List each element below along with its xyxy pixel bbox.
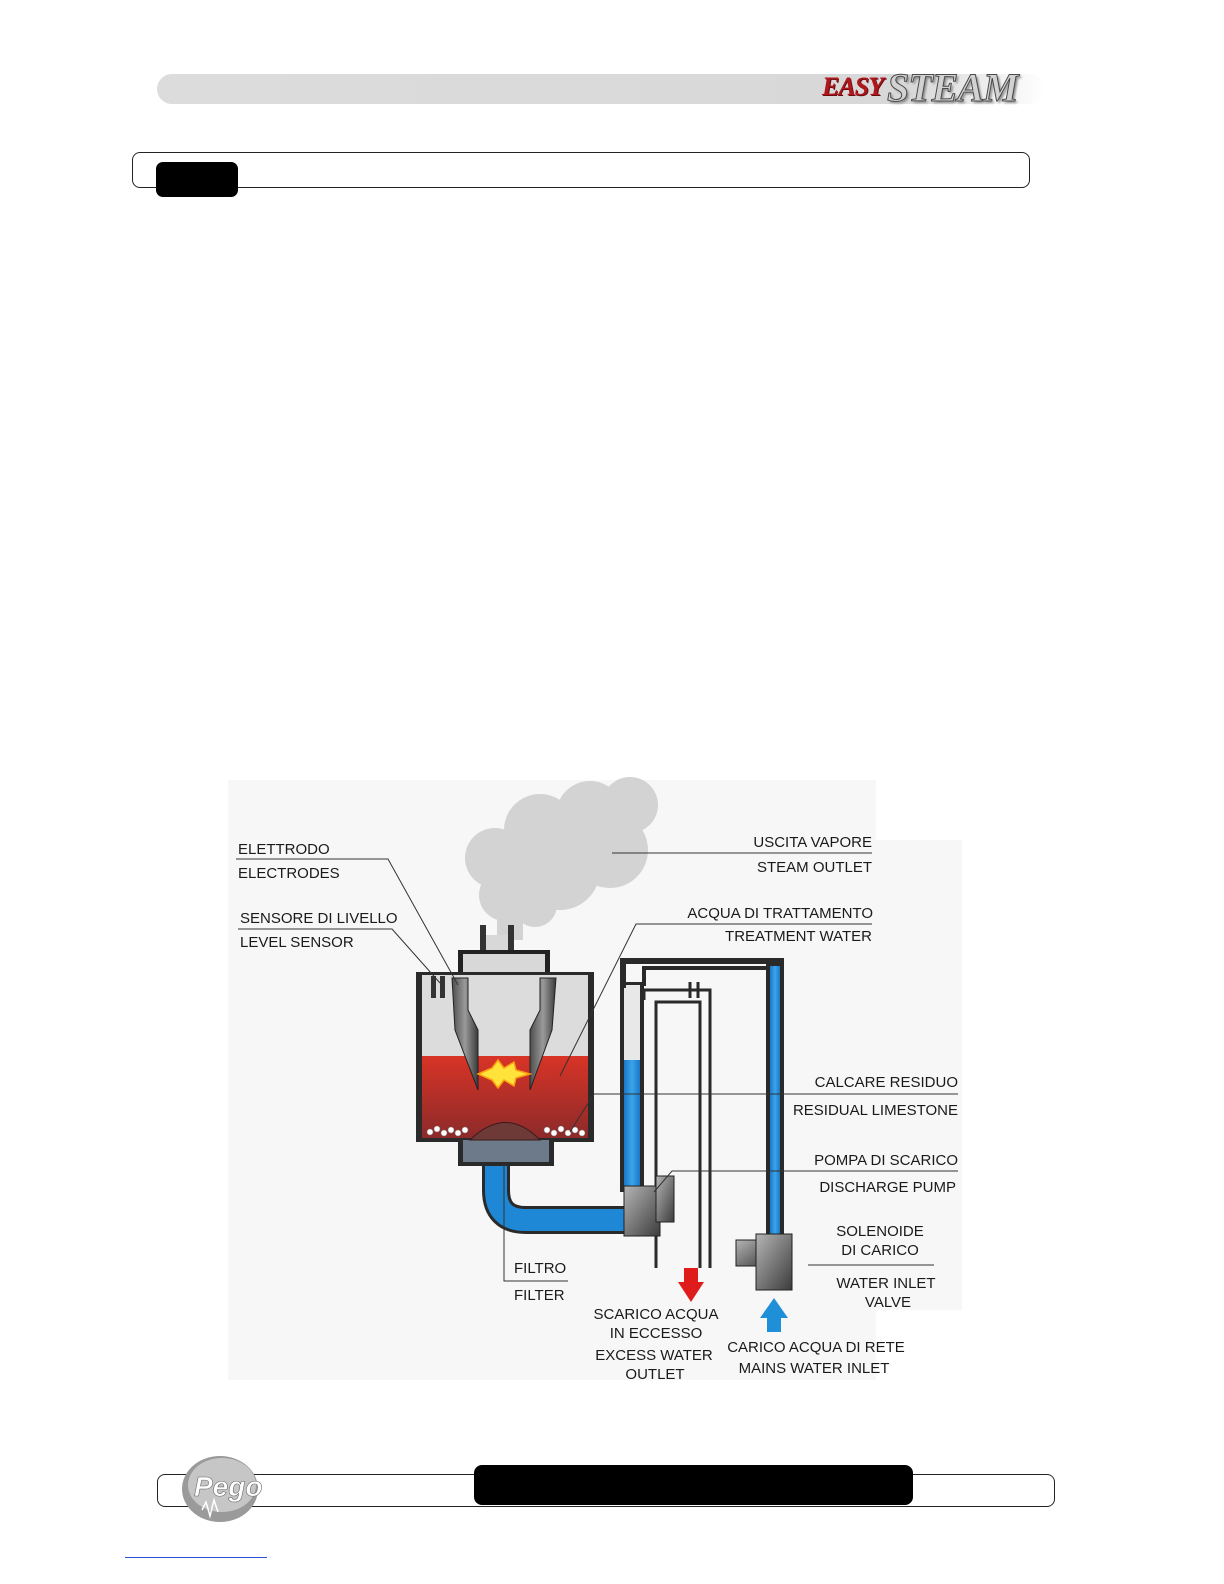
steam-cylinder xyxy=(416,950,594,1166)
pego-logo: Pego xyxy=(182,1456,263,1522)
label-mains-en: MAINS WATER INLET xyxy=(739,1360,890,1377)
header-bar xyxy=(157,74,1045,104)
electric-spark xyxy=(476,1058,533,1090)
label-excess-en-1: EXCESS WATER xyxy=(595,1347,713,1364)
label-electrodes-it: ELETTRODO xyxy=(238,841,330,858)
label-discharge-pump-en: DISCHARGE PUMP xyxy=(819,1179,956,1196)
section-title-box xyxy=(132,152,1030,188)
excess-water-arrow xyxy=(678,1268,704,1302)
label-excess-it-2: IN ECCESSO xyxy=(610,1325,703,1342)
section-number-tab xyxy=(156,162,238,197)
label-treatment-water-it: ACQUA DI TRATTAMENTO xyxy=(687,905,873,922)
pego-logo-text: Pego xyxy=(194,1471,262,1502)
label-residual-limestone-en: RESIDUAL LIMESTONE xyxy=(793,1102,958,1119)
label-filter-it: FILTRO xyxy=(514,1260,566,1277)
mains-water-riser xyxy=(642,958,784,1238)
label-excess-en-2: OUTLET xyxy=(625,1366,684,1383)
label-inlet-valve-en-1: WATER INLET xyxy=(836,1275,935,1292)
leader-lines xyxy=(236,852,958,1282)
label-discharge-pump-it: POMPA DI SCARICO xyxy=(814,1152,958,1169)
easysteam-logo-steam: STEAM xyxy=(887,65,1020,111)
label-residual-limestone-it: CALCARE RESIDUO xyxy=(815,1074,958,1091)
steam-outlet-neck xyxy=(480,925,514,953)
inlet-solenoid-valve xyxy=(735,1233,793,1291)
footer-link-underline[interactable] xyxy=(125,1557,267,1558)
easysteam-logo-easy: EASY xyxy=(822,72,884,101)
treatment-water-column xyxy=(620,958,780,1192)
label-level-sensor-en: LEVEL SENSOR xyxy=(240,934,354,951)
label-mains-it: CARICO ACQUA DI RETE xyxy=(727,1339,905,1356)
label-filter-en: FILTER xyxy=(514,1287,565,1304)
label-treatment-water-en: TREATMENT WATER xyxy=(725,928,872,945)
label-steam-outlet-en: STEAM OUTLET xyxy=(757,859,872,876)
level-sensor xyxy=(431,976,445,998)
mains-inlet-arrow xyxy=(760,1298,788,1332)
diagram-background-right xyxy=(786,840,962,1310)
label-excess-it-1: SCARICO ACQUA xyxy=(593,1306,718,1323)
label-electrodes-en: ELECTRODES xyxy=(238,865,340,882)
electrodes xyxy=(451,977,557,1091)
label-inlet-valve-en-2: VALVE xyxy=(865,1294,911,1311)
label-steam-outlet-it: USCITA VAPORE xyxy=(753,834,872,851)
label-level-sensor-it: SENSORE DI LIVELLO xyxy=(240,910,398,927)
filter-element xyxy=(468,1122,542,1141)
steam-cloud xyxy=(465,777,658,940)
overflow-pipe xyxy=(642,982,712,1268)
limestone-deposit xyxy=(426,1125,586,1137)
footer-title-tab xyxy=(474,1465,913,1505)
discharge-pump xyxy=(623,1175,675,1237)
label-inlet-valve-it-1: SOLENOIDE xyxy=(836,1223,924,1240)
label-inlet-valve-it-2: DI CARICO xyxy=(841,1242,919,1259)
